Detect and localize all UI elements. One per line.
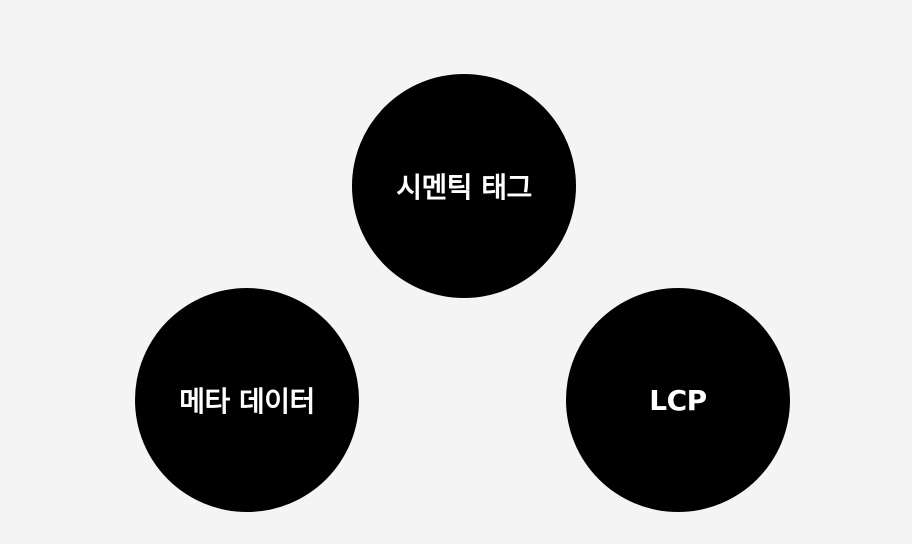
node-lcp: LCP: [566, 288, 790, 512]
node-label: 시멘틱 태그: [396, 171, 532, 204]
node-label: 메타 데이터: [179, 385, 315, 418]
node-semantic-tags: 시멘틱 태그: [352, 74, 576, 298]
node-metadata: 메타 데이터: [135, 288, 359, 512]
node-label: LCP: [649, 383, 707, 417]
